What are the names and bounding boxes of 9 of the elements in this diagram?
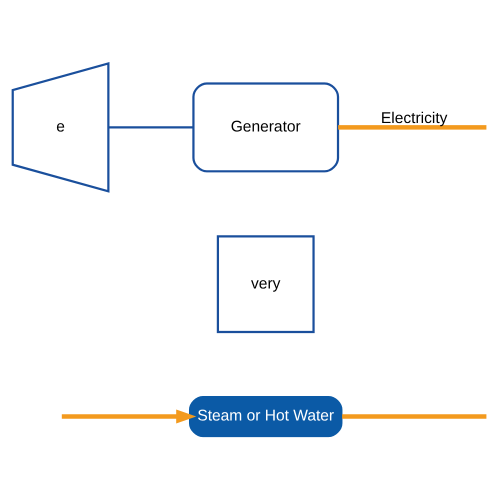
- connector: [342, 414, 486, 419]
- node-box: very: [216, 235, 315, 334]
- arrow: [62, 410, 196, 424]
- edge-label: Electricity: [380, 110, 448, 128]
- node-box: Generator: [192, 82, 340, 172]
- connector: [338, 125, 486, 130]
- node-box: e: [12, 62, 110, 193]
- connector: [108, 126, 194, 128]
- node-box: Steam or Hot Water: [188, 396, 342, 438]
